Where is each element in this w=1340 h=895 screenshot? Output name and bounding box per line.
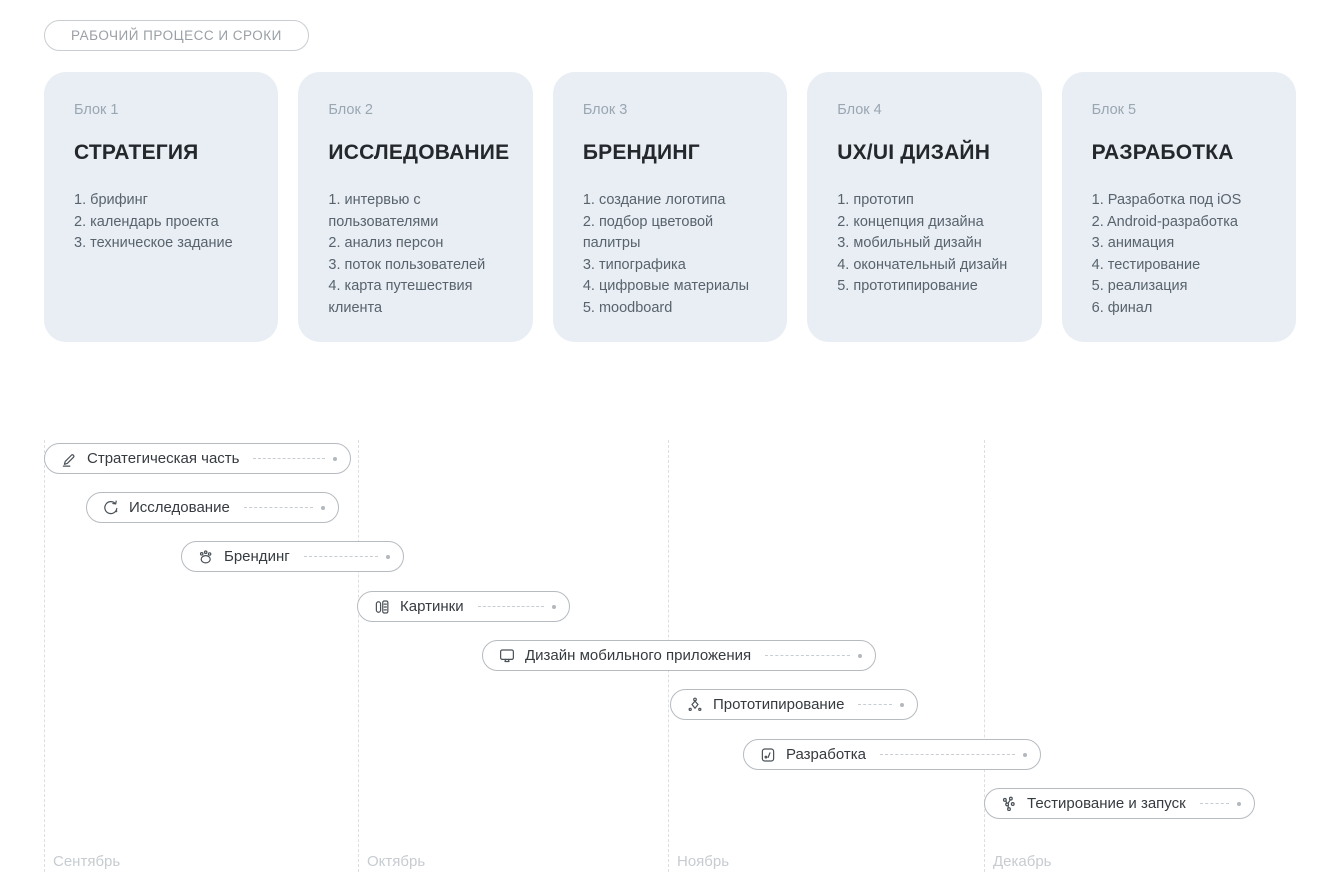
task-duration-dash [253,458,325,459]
month-label: Ноябрь [677,853,730,870]
block-item: поток пользователей [344,256,486,273]
timeline-task-label: Разработка [786,746,866,763]
block-item: финал [1107,299,1153,316]
block-items: Разработка под iOS Android-разработка аним… [1092,190,1276,319]
block-item: концепция дизайна [853,213,984,230]
task-duration-end-dot [858,653,862,658]
block-item: типографика [598,256,686,273]
task-duration-end-dot [386,554,390,559]
timeline-task-pill: Разработка [743,739,1041,770]
section-badge: РАБОЧИЙ ПРОЦЕСС И СРОКИ [44,20,309,51]
task-duration-dash [243,507,313,508]
block-tag: Блок 3 [582,102,628,118]
block-tag: Блок 5 [1091,102,1137,118]
timeline-task-pill: Стратегическая часть [44,443,351,474]
block-item: Разработка под iOS [1107,192,1242,208]
block-item: прототипирование [853,278,978,294]
block-item: прототип [853,192,914,208]
block-title: СТРАТЕГИЯ [74,141,199,164]
timeline-task-pill: Тестирование и запуск [984,788,1255,819]
block-items: брифинг календарь проекта техническое зада… [74,190,258,255]
block-card: Блок 1 СТРАТЕГИЯ брифинг календарь проект… [44,72,279,342]
block-item: создание логотипа [598,192,726,208]
timeline-task-pill: Дизайн мобильного приложения [482,640,876,671]
timeline-task-pill: Картинки [357,591,570,622]
code-file-icon [759,746,777,764]
block-item: тестирование [1107,256,1201,273]
month-label: Октябрь [367,853,426,870]
timeline-task-label: Стратегическая часть [87,450,240,467]
month-label: Сентябрь [53,853,121,870]
block-tag: Блок 1 [74,102,119,118]
timeline-task-label: Брендинг [224,548,290,565]
timeline-task-pill: Брендинг [181,541,404,572]
task-duration-end-dot [321,505,325,510]
block-item: Android-разработка [1106,213,1238,230]
monitor-icon [498,647,516,665]
task-duration-dash [765,655,850,656]
block-items: прототип концепция дизайна мобильный дизай… [837,190,1021,298]
block-title: БРЕНДИНГ [582,141,700,164]
month-label: Декабрь [993,853,1052,870]
block-title: UX/UI ДИЗАЙН [837,141,991,164]
block-item: анимация [1107,235,1175,251]
timeline: Сентябрь Октябрь Ноябрь Декабрь Стратегичес… [0,440,1340,895]
task-duration-dash [303,556,378,557]
timeline-task-label: Картинки [400,598,464,615]
month-gridline [358,440,359,872]
block-title: РАЗРАБОТКА [1091,141,1234,164]
pencil-icon [60,450,78,468]
block-item: подбор цветовой палитры [582,213,714,252]
task-duration-end-dot [552,604,556,609]
block-item: анализ персон [344,235,444,251]
task-duration-end-dot [333,456,337,461]
task-duration-dash [1199,803,1229,804]
timeline-task-pill: Прототипирование [670,689,918,720]
section-badge-label: РАБОЧИЙ ПРОЦЕСС И СРОКИ [71,28,282,43]
timeline-task-label: Исследование [129,499,230,516]
block-item: карта путешествия клиента [328,278,473,316]
vector-node-icon [686,696,704,714]
block-item: брифинг [90,192,148,208]
block-card: Блок 4 UX/UI ДИЗАЙН прототип концепция ди… [807,72,1042,342]
block-tag: Блок 2 [328,102,373,118]
task-duration-end-dot [1023,752,1027,757]
gallery-icon [373,598,391,616]
timeline-task-label: Тестирование и запуск [1027,795,1186,812]
blocks-row: Блок 1 СТРАТЕГИЯ брифинг календарь проект… [44,72,1297,342]
block-card: Блок 3 БРЕНДИНГ создание логотипа подбор … [552,72,788,342]
task-duration-end-dot [1237,801,1241,806]
block-item: цифровые материалы [598,278,750,294]
refresh-icon [102,499,120,517]
block-tag: Блок 4 [837,102,882,118]
paw-icon [197,548,215,566]
task-duration-end-dot [900,702,904,707]
block-item: интервью с пользователями [328,192,439,230]
network-icon [1000,795,1018,813]
task-duration-dash [477,606,544,607]
task-duration-dash [879,754,1015,755]
timeline-task-label: Прототипирование [713,696,845,713]
block-title: ИССЛЕДОВАНИЕ [328,141,510,164]
block-item: окончательный дизайн [853,256,1008,273]
timeline-task-label: Дизайн мобильного приложения [525,647,752,664]
block-items: создание логотипа подбор цветовой палитры… [583,190,767,319]
block-item: техническое задание [90,235,233,251]
month-gridline [984,440,985,872]
block-card: Блок 2 ИССЛЕДОВАНИЕ интервью с пользоват… [298,72,533,342]
block-items: интервью с пользователями анализ персон по… [328,190,512,319]
month-gridline [44,440,45,872]
block-card: Блок 5 РАЗРАБОТКА Разработка под iOS Andr… [1061,72,1297,342]
timeline-task-pill: Исследование [86,492,339,523]
block-item: moodboard [598,299,673,316]
block-item: календарь проекта [90,213,219,230]
task-duration-dash [858,704,892,705]
block-item: мобильный дизайн [853,235,982,251]
block-item: реализация [1107,278,1188,294]
